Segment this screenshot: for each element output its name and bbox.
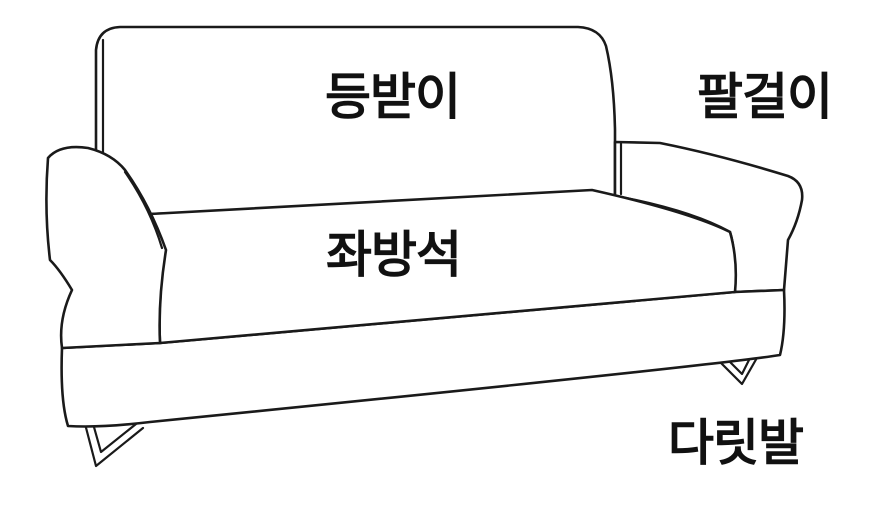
label-legs: 다릿발 [668,414,804,472]
front-left-leg [82,418,145,468]
label-armrest: 팔걸이 [697,68,833,126]
left-armrest-inner-seam [123,170,164,250]
sofa-backrest [94,25,617,216]
left-armrest [45,145,168,350]
label-seat: 좌방석 [326,226,462,284]
label-backrest: 등받이 [325,68,461,126]
sofa-legs [82,354,760,468]
back-right-leg [714,354,760,386]
sofa-base [60,288,786,428]
